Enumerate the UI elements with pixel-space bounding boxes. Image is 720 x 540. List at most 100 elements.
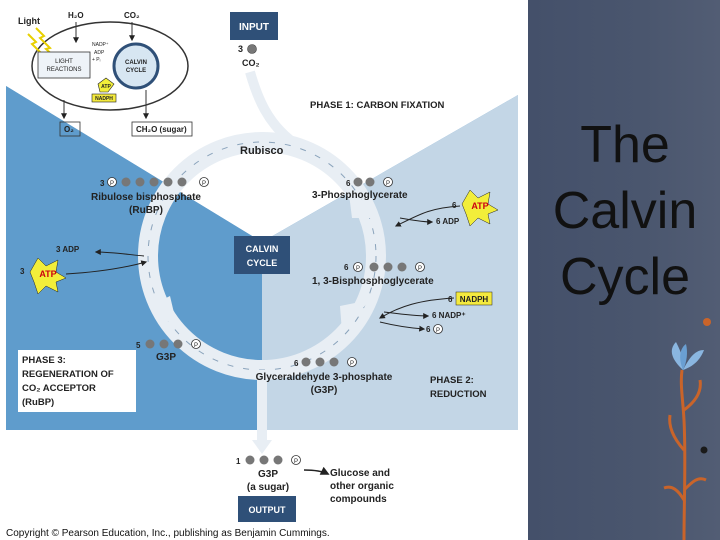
g3p-five-count: 5 xyxy=(136,341,141,350)
inset-h2o: H₂O xyxy=(68,11,84,20)
rubp-molecule: 3 P P Ribulose bisphosphate (RuBP) xyxy=(91,177,209,216)
input-label: INPUT xyxy=(239,22,269,33)
bpg-p-right: P xyxy=(418,266,422,272)
atp-left-label: ATP xyxy=(39,269,56,279)
inset-atp: ATP xyxy=(101,84,111,90)
pga-p: P xyxy=(386,181,390,187)
chloroplast-inset: Light H₂O CO₂ LIGHT REACTIONS CALVIN CYC… xyxy=(6,6,193,137)
glucose-line-1: Glucose and xyxy=(330,468,390,479)
calvin-cycle-diagram: Light H₂O CO₂ LIGHT REACTIONS CALVIN CYC… xyxy=(6,6,518,522)
g3p-six-name: Glyceraldehyde 3-phosphate xyxy=(256,372,393,383)
inset-nadph-box xyxy=(91,93,117,103)
inset-sugar: CH₂O (sugar) xyxy=(136,125,187,134)
phase3-box xyxy=(18,350,136,412)
phase3-label-1: PHASE 3: xyxy=(22,355,66,366)
phase1-panel xyxy=(6,86,518,242)
input-count: 3 xyxy=(238,44,243,54)
phase2-box xyxy=(426,370,494,404)
inset-atp-burst xyxy=(97,77,115,93)
input-box xyxy=(230,12,278,40)
phase2-label-2: REDUCTION xyxy=(430,389,487,400)
rubp-p-left: P xyxy=(110,181,114,187)
inset-nadph: NADPH xyxy=(95,96,113,102)
light-bolt-icon-2 xyxy=(27,33,43,55)
pga-name: 3-Phosphoglycerate xyxy=(312,190,408,201)
pi-arrow xyxy=(379,321,426,332)
adp-left-arrow xyxy=(94,249,145,257)
g3p-six-abbr: (G3P) xyxy=(311,385,338,396)
slide-title-line-1: The xyxy=(580,116,670,174)
pga-count: 6 xyxy=(346,179,351,188)
bpg-molecule: 6 P P 1, 3-Bisphosphoglycerate xyxy=(312,262,434,287)
inset-calvin-2: CYCLE xyxy=(126,68,146,74)
glucose-line-3: compounds xyxy=(330,494,387,505)
input-co2: CO₂ xyxy=(242,58,260,68)
inset-calvin-1: CALVIN xyxy=(125,60,147,66)
inset-co2: CO₂ xyxy=(124,11,140,20)
pi-out-p: P xyxy=(436,328,440,334)
nadp-out: 6 NADP⁺ xyxy=(432,311,466,320)
cycle-arrowhead-3 xyxy=(150,296,178,330)
g3p-six-p: P xyxy=(350,361,354,367)
pi-out-count: 6 xyxy=(426,325,431,334)
g3p-six-count: 6 xyxy=(294,359,299,368)
center-label-1: CALVIN xyxy=(246,244,279,254)
phase3-label-3: CO₂ ACCEPTOR xyxy=(22,383,96,394)
inset-adp: ADP xyxy=(94,50,105,56)
g3p-five-abbr: G3P xyxy=(156,352,176,363)
atp-right-count: 6 xyxy=(452,201,457,210)
adp-left: 3 ADP xyxy=(56,245,80,254)
phase1-box xyxy=(306,96,450,112)
g3p-five-p: P xyxy=(194,343,198,349)
nadph-label: NADPH xyxy=(460,295,489,304)
inset-light-reactions-1: LIGHT xyxy=(55,59,73,65)
atp-left-count: 3 xyxy=(20,267,25,276)
rubp-abbr: (RuBP) xyxy=(129,205,163,216)
inset-light-reactions-2: REACTIONS xyxy=(46,67,81,73)
bpg-name: 1, 3-Bisphosphoglycerate xyxy=(312,276,434,287)
phase3-label-4: (RuBP) xyxy=(22,397,54,408)
g3p-six-molecule: 6 P Glyceraldehyde 3-phosphate (G3P) xyxy=(256,357,393,396)
phase2-label-1: PHASE 2: xyxy=(430,375,474,386)
output-label: OUTPUT xyxy=(249,505,287,515)
carbon-atom xyxy=(247,44,257,54)
nadp-arrow xyxy=(383,311,430,319)
output-box xyxy=(238,496,296,522)
flower-decoration xyxy=(663,318,711,540)
copyright-note: Copyright © Pearson Education, Inc., pub… xyxy=(6,528,330,539)
nadph-arrow xyxy=(378,297,455,319)
slide-title: The Calvin Cycle xyxy=(530,112,720,310)
atp-right-label: ATP xyxy=(471,201,488,211)
bpg-count: 6 xyxy=(344,263,349,272)
atp-right-arrow xyxy=(394,205,461,227)
rubisco-label: Rubisco xyxy=(240,145,284,157)
inset-nadp: NADP⁺ xyxy=(92,42,109,48)
slide-title-line-2: Calvin xyxy=(552,182,698,240)
atp-burst-right xyxy=(461,189,499,227)
output-sub: (a sugar) xyxy=(247,482,289,493)
bpg-p-left: P xyxy=(356,266,360,272)
pi-out-icon xyxy=(433,324,443,334)
glucose-line-2: other organic xyxy=(330,481,394,492)
phase1-label: PHASE 1: CARBON FIXATION xyxy=(310,100,445,111)
atp-burst-left xyxy=(29,257,67,295)
phase3-label-2: REGENERATION OF xyxy=(22,369,114,380)
cycle-arrowhead-1 xyxy=(348,186,380,218)
inset-o2: O₂ xyxy=(64,125,74,134)
output-glucose-arrow xyxy=(303,466,330,475)
rubp-count: 3 xyxy=(100,179,105,188)
cycle-arrowhead-2 xyxy=(340,300,370,332)
output-count: 1 xyxy=(236,457,241,466)
pga-molecule: 6 P 3-Phosphoglycerate xyxy=(312,177,408,201)
nadph-box xyxy=(455,291,493,306)
adp-right: 6 ADP xyxy=(436,217,460,226)
light-bolt-icon xyxy=(35,27,57,59)
rubp-name: Ribulose bisphosphate xyxy=(91,192,201,203)
center-box xyxy=(234,236,290,274)
output-name: G3P xyxy=(258,469,278,480)
title-sidebar xyxy=(528,0,720,540)
g3p-five-molecule: 5 P G3P xyxy=(136,339,201,363)
output-arrowhead xyxy=(252,440,272,454)
output-molecule: 1 P G3P (a sugar) xyxy=(236,455,301,493)
inset-light: Light xyxy=(18,16,40,26)
